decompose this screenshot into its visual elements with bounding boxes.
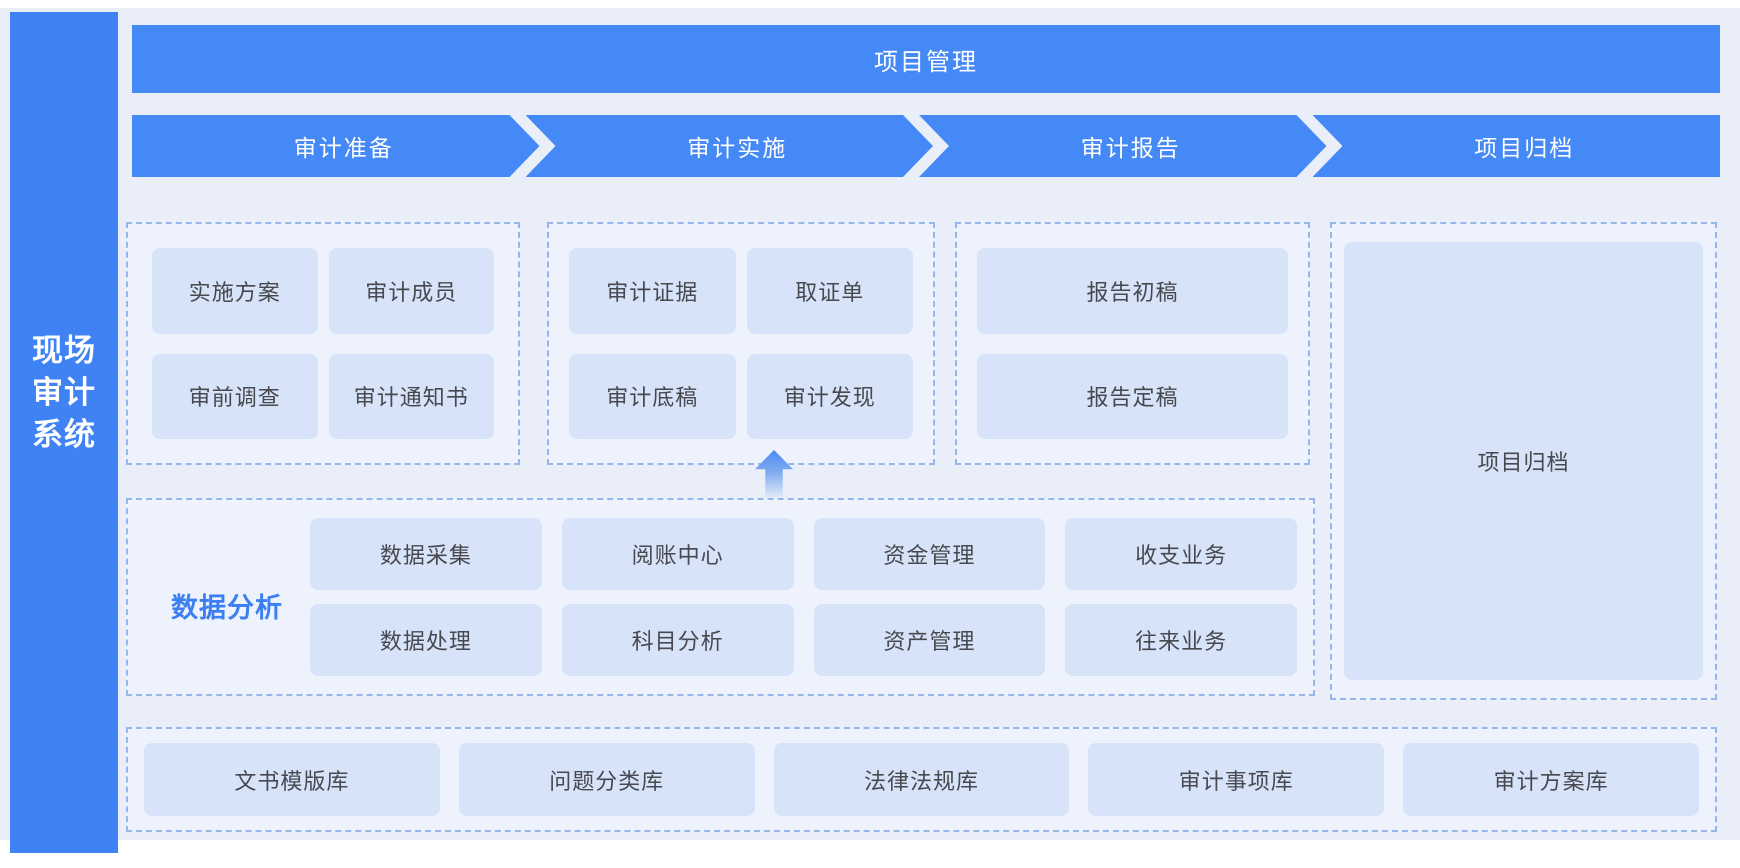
system-title-line: 系统 bbox=[32, 416, 96, 452]
module-implementation-plan[interactable]: 实施方案 bbox=[152, 248, 318, 334]
module-problem-classification-library[interactable]: 问题分类库 bbox=[458, 743, 755, 816]
module-income-expense-business[interactable]: 收支业务 bbox=[1065, 518, 1297, 590]
module-current-business[interactable]: 往来业务 bbox=[1065, 604, 1297, 676]
module-laws-regulations-library[interactable]: 法律法规库 bbox=[773, 743, 1070, 816]
system-title-line: 现场 bbox=[32, 332, 96, 368]
module-data-collection[interactable]: 数据采集 bbox=[310, 518, 542, 590]
module-audit-plan-library[interactable]: 审计方案库 bbox=[1403, 743, 1699, 816]
panel-project-archive: 项目归档 bbox=[1330, 222, 1717, 700]
stage-audit-implementation: 审计实施 bbox=[526, 115, 934, 177]
module-audit-working-papers[interactable]: 审计底稿 bbox=[569, 353, 736, 439]
project-management-title: 项目管理 bbox=[874, 48, 978, 76]
panel-audit-preparation: 实施方案 审计成员 审前调查 审计通知书 bbox=[126, 222, 520, 465]
system-title-bar: 现场 审计 系统 bbox=[10, 12, 118, 853]
module-account-review-center[interactable]: 阅账中心 bbox=[561, 518, 794, 590]
module-report-draft[interactable]: 报告初稿 bbox=[977, 248, 1288, 334]
module-pre-audit-survey[interactable]: 审前调查 bbox=[152, 353, 318, 439]
stage-label: 审计报告 bbox=[1080, 135, 1181, 161]
module-audit-evidence[interactable]: 审计证据 bbox=[569, 248, 736, 334]
project-management-band: 项目管理 bbox=[132, 25, 1720, 93]
stage-audit-report: 审计报告 bbox=[919, 115, 1327, 177]
module-project-archive[interactable]: 项目归档 bbox=[1344, 242, 1703, 680]
panel-libraries: 文书模版库 问题分类库 法律法规库 审计事项库 审计方案库 bbox=[126, 727, 1717, 832]
panel-data-analysis: 数据分析 数据采集 阅账中心 资金管理 收支业务 数据处理 科目分析 资产管理 … bbox=[126, 498, 1315, 696]
module-data-processing[interactable]: 数据处理 bbox=[310, 604, 542, 676]
panel-audit-implementation: 审计证据 取证单 审计底稿 审计发现 bbox=[547, 222, 935, 465]
system-title-line: 审计 bbox=[32, 374, 96, 410]
module-subject-analysis[interactable]: 科目分析 bbox=[561, 604, 794, 676]
process-stage-row: 审计准备 审计实施 审计报告 项目归档 bbox=[132, 115, 1720, 177]
stage-audit-preparation: 审计准备 bbox=[132, 115, 540, 177]
module-audit-findings[interactable]: 审计发现 bbox=[746, 353, 913, 439]
module-audit-matters-library[interactable]: 审计事项库 bbox=[1088, 743, 1385, 816]
stage-label: 项目归档 bbox=[1474, 135, 1575, 161]
module-audit-members[interactable]: 审计成员 bbox=[328, 248, 494, 334]
module-evidence-form[interactable]: 取证单 bbox=[746, 248, 913, 334]
module-document-template-library[interactable]: 文书模版库 bbox=[144, 743, 440, 816]
stage-label: 审计实施 bbox=[687, 135, 788, 161]
module-asset-management[interactable]: 资产管理 bbox=[813, 604, 1046, 676]
module-audit-notice[interactable]: 审计通知书 bbox=[328, 353, 494, 439]
module-fund-management[interactable]: 资金管理 bbox=[813, 518, 1046, 590]
system-title: 现场 审计 系统 bbox=[32, 330, 96, 456]
stage-project-archive: 项目归档 bbox=[1312, 115, 1720, 177]
module-report-final[interactable]: 报告定稿 bbox=[977, 353, 1288, 439]
data-analysis-label: 数据分析 bbox=[171, 592, 283, 623]
stage-label: 审计准备 bbox=[293, 135, 394, 161]
panel-audit-report: 报告初稿 报告定稿 bbox=[955, 222, 1310, 465]
